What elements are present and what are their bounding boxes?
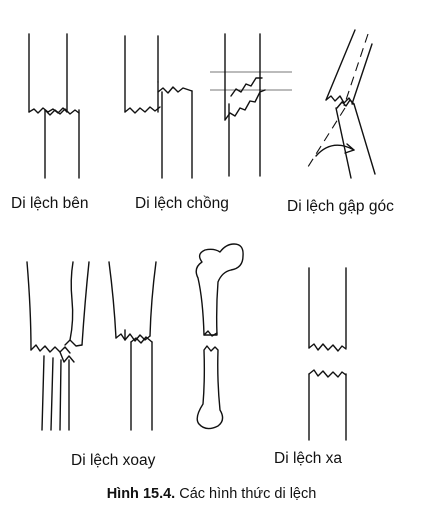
- label-lateral: Di lệch bên: [11, 195, 89, 212]
- angulation-drawing: [305, 29, 376, 179]
- label-angular: Di lệch gập góc: [287, 198, 394, 215]
- rotation-drawing: [108, 261, 157, 431]
- label-distraction: Di lệch xa: [274, 450, 343, 467]
- caption-number: Hình 15.4.: [106, 486, 176, 502]
- caption-text: Các hình thức di lệch: [179, 486, 317, 502]
- overlap-displacement-drawing: [124, 35, 193, 179]
- label-rotation: Di lệch xoay: [71, 452, 156, 469]
- angular-displacement-drawing: [210, 33, 292, 177]
- label-overlap: Di lệch chồng: [135, 195, 229, 212]
- femur-drawing: [195, 243, 244, 430]
- figure-caption: Hình 15.4. Các hình thức di lệch: [0, 486, 423, 502]
- distraction-displacement-drawing: [308, 267, 347, 441]
- rotation-oblique-drawing: [26, 261, 90, 431]
- lateral-displacement-drawing: [28, 33, 80, 179]
